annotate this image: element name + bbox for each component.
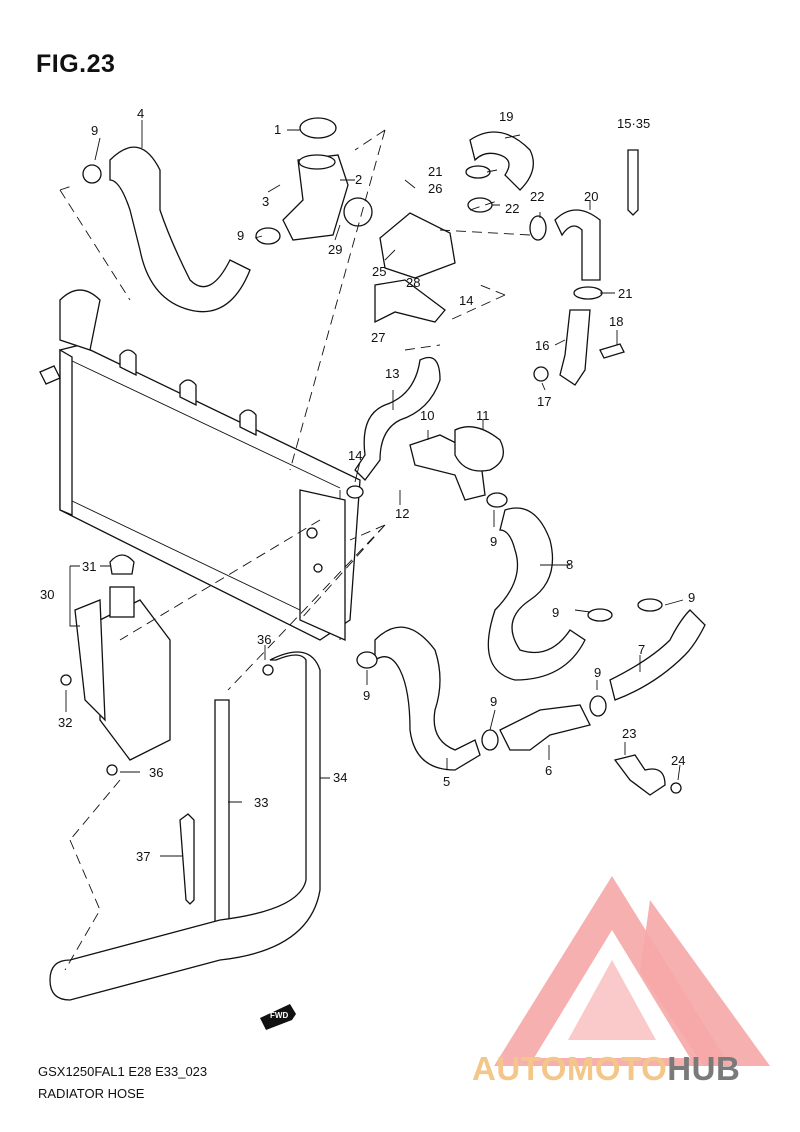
clamp-21-lower xyxy=(573,286,603,300)
bracket-23 xyxy=(613,754,666,796)
clamp-21-upper xyxy=(465,165,491,179)
tie-37 xyxy=(179,813,195,905)
callout-9b: 9 xyxy=(237,228,244,243)
callout-36b: 36 xyxy=(149,765,163,780)
watermark-text: AUTOMOTOHUB xyxy=(472,1050,740,1087)
hose-33 xyxy=(214,699,230,941)
callout-5: 5 xyxy=(443,774,450,789)
figure-title: FIG.23 xyxy=(36,50,116,78)
callout-9d: 9 xyxy=(552,605,559,620)
callout-14a: 14 xyxy=(348,448,362,463)
clamp-9-upper xyxy=(82,164,102,184)
callout-21b: 21 xyxy=(618,286,632,301)
callout-8: 8 xyxy=(566,557,573,572)
hose-4 xyxy=(109,146,251,313)
callout-11: 11 xyxy=(476,408,490,423)
callout-6: 6 xyxy=(545,763,552,778)
callout-9f: 9 xyxy=(594,665,601,680)
reservoir-cap-31 xyxy=(109,554,135,575)
bolt-18 xyxy=(599,343,625,359)
thermostat xyxy=(343,197,373,227)
watermark-part2: HUB xyxy=(667,1050,740,1087)
callout-16: 16 xyxy=(535,338,549,353)
watermark-part1: AUTOMOTO xyxy=(472,1050,667,1087)
hose-8 xyxy=(487,507,586,681)
callout-12: 12 xyxy=(395,506,409,521)
callout-26: 26 xyxy=(428,181,442,196)
callout-21a: 21 xyxy=(428,164,442,179)
callout-4: 4 xyxy=(137,106,144,121)
callout-33: 33 xyxy=(254,795,268,810)
leader-lines xyxy=(59,120,684,971)
tie-strap-15 xyxy=(627,149,639,216)
callout-30: 30 xyxy=(40,587,54,602)
bracket-27 xyxy=(374,279,446,324)
callout-20: 20 xyxy=(584,189,598,204)
pipe-16 xyxy=(559,309,591,386)
callout-1: 1 xyxy=(274,122,281,137)
watermark-logo xyxy=(494,876,770,1066)
fwd-label: FWD xyxy=(270,1011,288,1020)
callout-9h: 9 xyxy=(363,688,370,703)
clamp-9-left xyxy=(255,227,281,245)
callout-15-35: 15·35 xyxy=(617,116,650,131)
pipe-6 xyxy=(499,704,591,751)
hose-19 xyxy=(469,131,534,191)
clamp-14-lower xyxy=(346,485,364,499)
callout-7: 7 xyxy=(638,642,645,657)
callout-27: 27 xyxy=(371,330,385,345)
callout-22b: 22 xyxy=(530,189,544,204)
callouts: 9 4 1 2 3 9 29 25 26 21 22 19 22 20 15·3… xyxy=(40,106,695,864)
callout-13: 13 xyxy=(385,366,399,381)
radiator-cap xyxy=(299,117,337,139)
callout-18: 18 xyxy=(609,314,623,329)
gasket-11 xyxy=(454,426,504,472)
hose-5 xyxy=(374,626,481,771)
callout-25: 25 xyxy=(372,264,386,279)
clamp-22-right xyxy=(529,215,547,241)
callout-24: 24 xyxy=(671,753,685,768)
hose-13 xyxy=(354,356,441,481)
footer-code: GSX1250FAL1 E28 E33_023 xyxy=(38,1064,208,1079)
callout-29: 29 xyxy=(328,242,342,257)
footer-name: RADIATOR HOSE xyxy=(38,1086,145,1101)
callout-14b: 14 xyxy=(459,293,473,308)
filler-neck-reservoir xyxy=(109,586,135,618)
filler-neck xyxy=(282,154,349,241)
callout-28: 28 xyxy=(406,275,420,290)
callout-9g: 9 xyxy=(490,694,497,709)
callout-22a: 22 xyxy=(505,201,519,216)
hose-34 xyxy=(49,651,321,1001)
callout-23: 23 xyxy=(622,726,636,741)
thermostat-housing xyxy=(379,212,456,279)
callout-19: 19 xyxy=(499,109,513,124)
callout-9c: 9 xyxy=(490,534,497,549)
callout-31: 31 xyxy=(82,559,96,574)
callout-10: 10 xyxy=(420,408,434,423)
callout-3: 3 xyxy=(262,194,269,209)
hose-7 xyxy=(609,609,706,701)
bolt-32 xyxy=(60,674,72,686)
fwd-arrow xyxy=(260,1004,296,1030)
callout-9e: 9 xyxy=(688,590,695,605)
callout-2: 2 xyxy=(355,172,362,187)
radiator xyxy=(39,289,361,642)
callout-34: 34 xyxy=(333,770,347,785)
callout-36a: 36 xyxy=(257,632,271,647)
callout-37: 37 xyxy=(136,849,150,864)
callout-9a: 9 xyxy=(91,123,98,138)
o-ring-17 xyxy=(533,366,549,382)
reservoir-tank xyxy=(99,599,171,761)
callout-17: 17 xyxy=(537,394,551,409)
callout-32: 32 xyxy=(58,715,72,730)
hose-20 xyxy=(554,209,601,281)
